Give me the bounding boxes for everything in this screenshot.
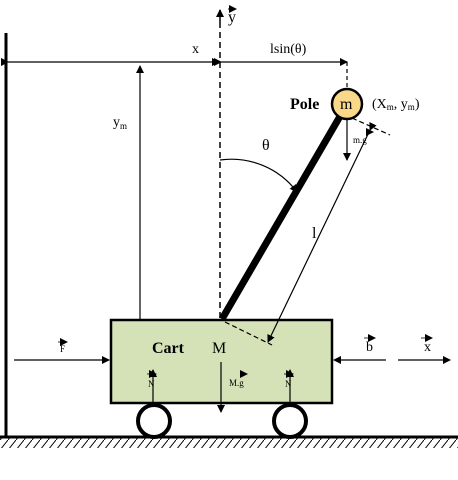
pole-gravity-label: m.g	[353, 135, 367, 145]
ym-label: ym	[113, 115, 127, 131]
friction-b-label: b	[366, 340, 373, 355]
length-dimension-line	[267, 121, 377, 343]
length-ext-bottom	[224, 321, 273, 346]
normal-force-right-label: N	[285, 379, 292, 389]
length-ext-top	[351, 117, 391, 136]
length-label: l	[312, 225, 317, 242]
theta-arc	[219, 158, 298, 193]
pole-coordinates-label: (Xm, ym)	[372, 97, 420, 112]
theta-label: θ	[262, 137, 270, 154]
wheel-right	[272, 403, 308, 439]
normal-force-left-label: N	[148, 379, 155, 389]
ground-hatching	[0, 438, 458, 448]
x-dimension-label: x	[192, 42, 199, 57]
cart-gravity-label: M.g	[229, 378, 244, 388]
wheel-left	[136, 403, 172, 439]
cart-mass-label: M	[212, 340, 226, 357]
pole-mass-bob	[330, 87, 364, 121]
force-f-label: F	[60, 344, 65, 354]
cart-label: Cart	[152, 340, 185, 357]
pole-mass-label: m	[340, 96, 353, 113]
pole-label: Pole	[290, 96, 319, 113]
x-direction-label: x	[424, 340, 431, 355]
pole-rod	[218, 104, 350, 321]
y-axis-label: y	[228, 9, 236, 26]
lsin-dimension-label: lsin(θ)	[270, 42, 307, 57]
